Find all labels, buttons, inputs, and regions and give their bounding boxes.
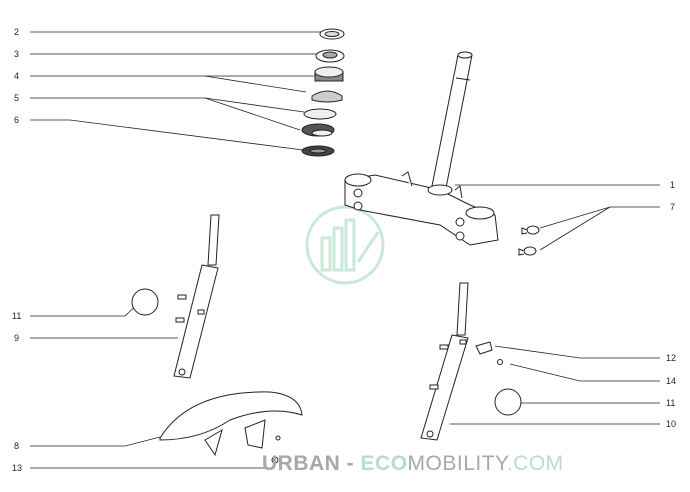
fork-leg-left [173,214,220,379]
watermark-logo [305,205,385,285]
callout-11-right: 11 [666,398,676,408]
mudguard [159,391,303,457]
bearing-parts [301,28,345,157]
callout-10: 10 [666,419,677,429]
callout-8: 8 [14,441,20,451]
screw-14 [497,359,503,365]
callout-11-left: 11 [12,311,22,321]
callout-6: 6 [14,115,20,125]
bracket-12 [475,341,493,355]
callout-13: 13 [12,463,23,473]
cap-11-right [494,388,522,416]
callout-1: 1 [670,180,676,190]
callout-4: 4 [14,71,20,81]
triple-clamp [344,51,499,246]
cap-11-left [131,288,159,316]
callout-2: 2 [14,27,20,37]
leader-lines [30,31,660,469]
watermark-text: URBAN - ECOMOBILITY.COM [262,452,564,476]
screw-13b [275,435,281,441]
watermark-urban: URBAN [262,452,341,475]
callout-14: 14 [666,376,677,386]
callout-12: 12 [666,353,677,363]
screw-13 [271,456,279,464]
watermark-eco: ECO [360,452,408,475]
watermark-mobility: MOBILITY [407,452,507,475]
callout-9: 9 [14,333,20,343]
watermark-com: .COM [506,452,564,475]
callout-5: 5 [14,93,20,103]
fork-leg-right [420,282,469,441]
watermark-sep: - [346,452,355,475]
callout-7: 7 [670,202,676,212]
bolts-7 [518,225,540,256]
callout-3: 3 [14,49,20,59]
